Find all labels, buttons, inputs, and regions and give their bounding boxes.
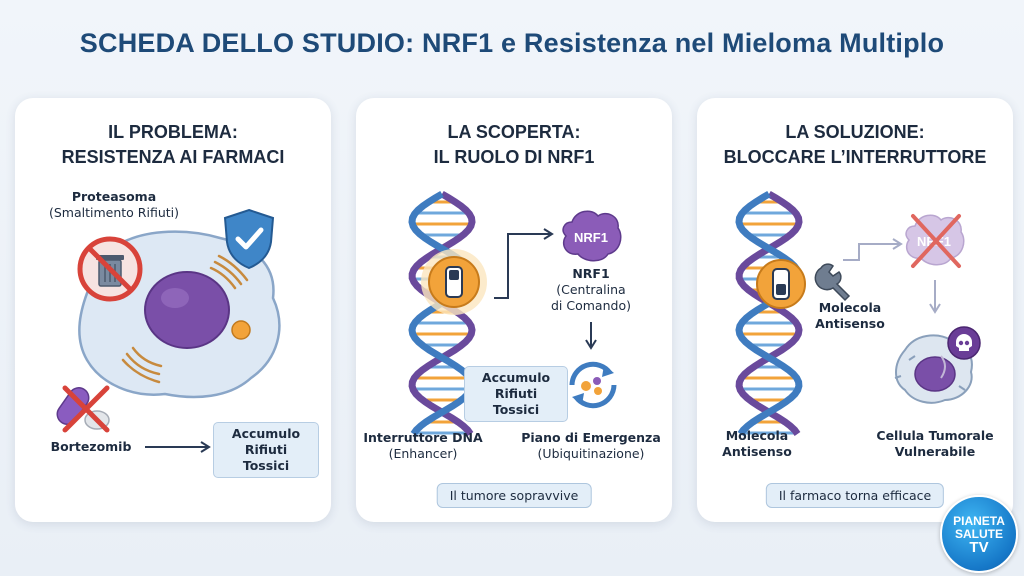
outcome-badge: Il tumore sopravvive: [436, 483, 592, 508]
proteasome-label: Proteasoma (Smaltimento Rifiuti): [48, 189, 179, 220]
arrow-down-icon: [585, 322, 597, 350]
pills-crossed-icon: [56, 385, 110, 433]
nrf1-blob-text: NRF1: [574, 230, 608, 245]
panel-title-line2: RESISTENZA AI FARMACI: [61, 147, 285, 167]
panel-discovery: LA SCOPERTA: IL RUOLO DI NRF1 NRF1 NRF1 …: [356, 98, 672, 522]
arrow-to-blocked-nrf1: [843, 238, 903, 261]
trash-prohibited-icon: [77, 236, 143, 302]
shield-check-icon: [223, 208, 275, 270]
panel-title: IL PROBLEMA: RESISTENZA AI FARMACI: [15, 120, 331, 170]
nrf1-blocked-icon: NRF1: [905, 214, 965, 268]
golgi: [209, 254, 249, 290]
dna-switch-icon: [421, 249, 487, 315]
panel-title-line2: IL RUOLO DI NRF1: [433, 147, 595, 167]
dna-switch-icon: [756, 259, 806, 309]
arrow-to-nrf1: [494, 228, 554, 299]
result-toxic-waste: Accumulo Rifiuti Tossici: [213, 422, 319, 478]
dna-strand: [735, 190, 803, 437]
channel-logo: PIANETA SALUTE TV: [940, 495, 1018, 573]
outcome-badge: Il farmaco torna efficace: [765, 483, 945, 508]
skull-icon: [947, 326, 981, 360]
nrf1-blob: NRF1: [562, 210, 622, 262]
panel-title-line1: IL PROBLEMA:: [108, 122, 238, 142]
antisense-bottom-label: Molecola Antisenso: [722, 428, 792, 459]
panel-title-line2: BLOCCARE L’INTERRUTTORE: [723, 147, 987, 167]
emergency-plan-label: Piano di Emergenza (Ubiquitinazione): [521, 430, 661, 461]
dna-strand: [735, 190, 803, 437]
arrow-icon: [145, 441, 211, 453]
cell-illustration: [78, 230, 281, 399]
organelle-orange: [231, 320, 251, 340]
nucleus: [144, 271, 230, 349]
antisense-label: Molecola Antisenso: [815, 300, 885, 331]
dna-switch-label: Interruttore DNA (Enhancer): [363, 430, 483, 461]
panel-title: LA SCOPERTA: IL RUOLO DI NRF1: [356, 120, 672, 170]
wrench-icon: [814, 263, 851, 302]
nrf1-label: NRF1 (Centralina di Comando): [551, 266, 631, 313]
toxic-waste-box: Accumulo Rifiuti Tossici: [464, 366, 568, 422]
panel-problem: IL PROBLEMA: RESISTENZA AI FARMACI Prote…: [15, 98, 331, 522]
panel-title-line1: LA SCOPERTA:: [447, 122, 581, 142]
page-title: SCHEDA DELLO STUDIO: NRF1 e Resistenza n…: [79, 28, 945, 58]
panel-solution: LA SOLUZIONE: BLOCCARE L’INTERRUTTORE Mo…: [697, 98, 1013, 522]
panel-title-line1: LA SOLUZIONE:: [785, 122, 925, 142]
panel-title: LA SOLUZIONE: BLOCCARE L’INTERRUTTORE: [697, 120, 1013, 170]
vulnerable-cell-label: Cellula Tumorale Vulnerabile: [876, 428, 994, 459]
recycle-cycle-icon: [569, 361, 617, 409]
drug-label: Bortezomib: [50, 439, 132, 454]
arrow-down-icon: [929, 280, 941, 314]
